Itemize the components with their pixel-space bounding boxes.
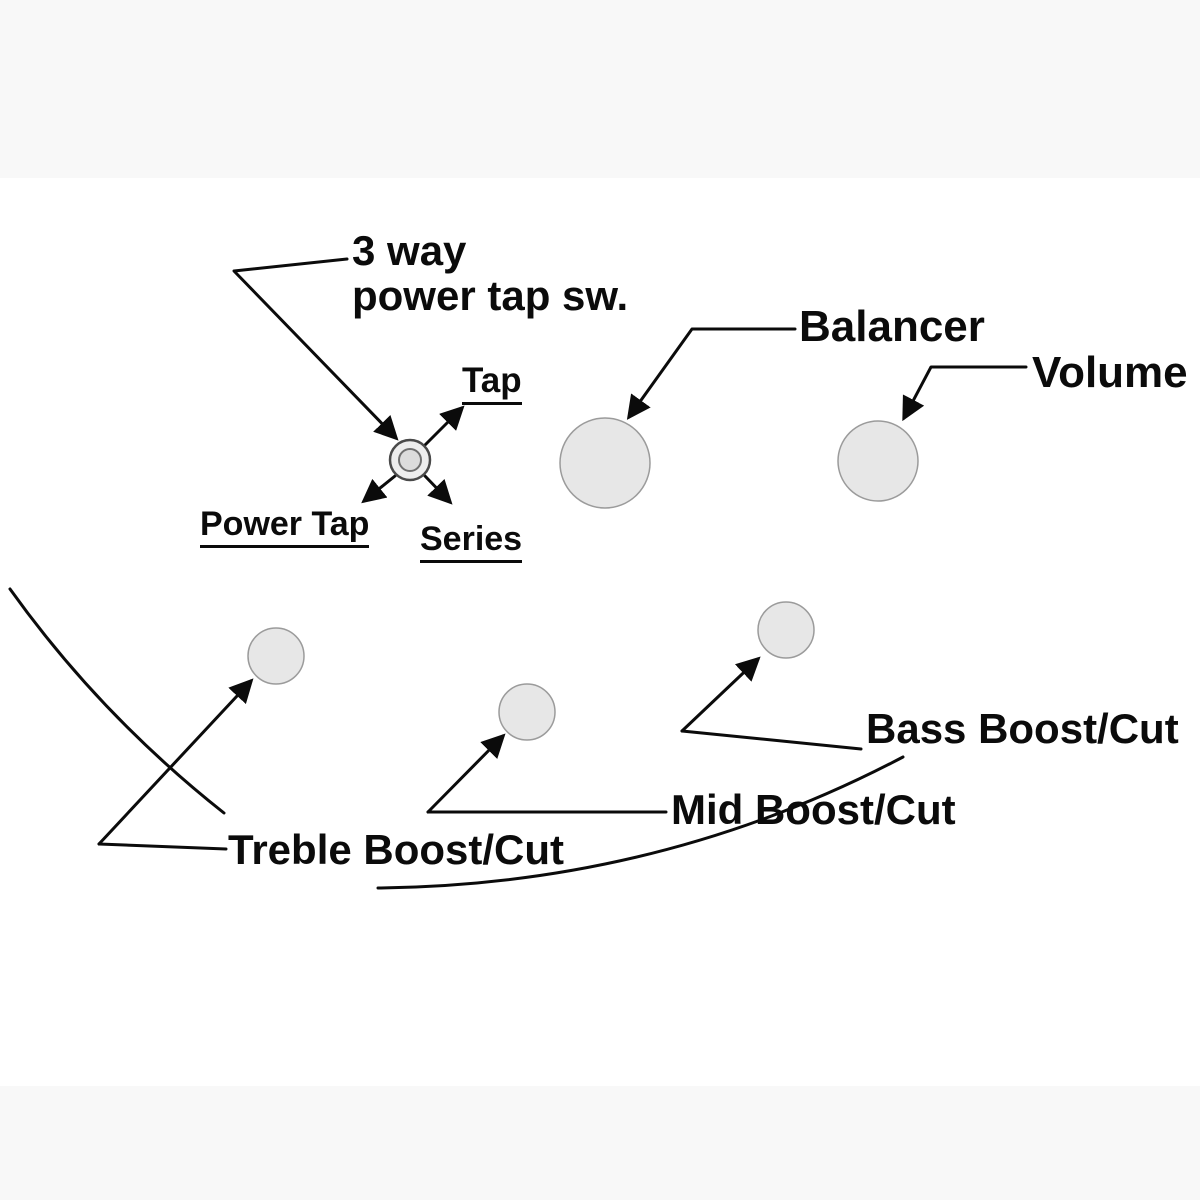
switch-label-line2: power tap sw. [352, 271, 629, 319]
treble-pointer-line [97, 842, 228, 851]
volume-knob [837, 420, 919, 502]
balancer-knob [559, 417, 651, 509]
switch-label: 3 way power tap sw. [352, 227, 629, 319]
mid-pointer-arrow [426, 733, 506, 814]
tap-label: Tap [462, 362, 522, 406]
balancer-pointer-line [626, 327, 797, 420]
switch-pointer-line [232, 257, 399, 441]
treble-boost-cut-label: Treble Boost/Cut [228, 826, 565, 873]
switch-label-line1: 3 way [352, 227, 467, 274]
power-tap-label: Power Tap [200, 506, 370, 549]
body-outline-left-curve [8, 587, 226, 815]
mid-boost-cut-label: Mid Boost/Cut [671, 786, 956, 833]
bass-knob [757, 601, 815, 659]
bass-boost-cut-label: Bass Boost/Cut [866, 705, 1179, 752]
balancer-label: Balancer [799, 302, 985, 351]
top-margin-band [0, 0, 1200, 178]
bass-pointer-arrow [680, 656, 761, 733]
bass-pointer-line [680, 729, 863, 751]
bottom-margin-band [0, 1086, 1200, 1200]
volume-pointer-line [902, 365, 1028, 422]
treble-knob [247, 627, 305, 685]
switch-series-arrow [423, 474, 453, 505]
body-outline-bottom-curve [376, 755, 905, 890]
mid-knob [498, 683, 556, 741]
power-tap-switch-inner [398, 448, 422, 472]
series-label: Series [420, 521, 523, 564]
switch-power-tap-arrow [361, 474, 397, 504]
volume-label: Volume [1032, 348, 1188, 397]
switch-tap-arrow [422, 405, 465, 448]
treble-pointer-arrow [97, 678, 254, 846]
